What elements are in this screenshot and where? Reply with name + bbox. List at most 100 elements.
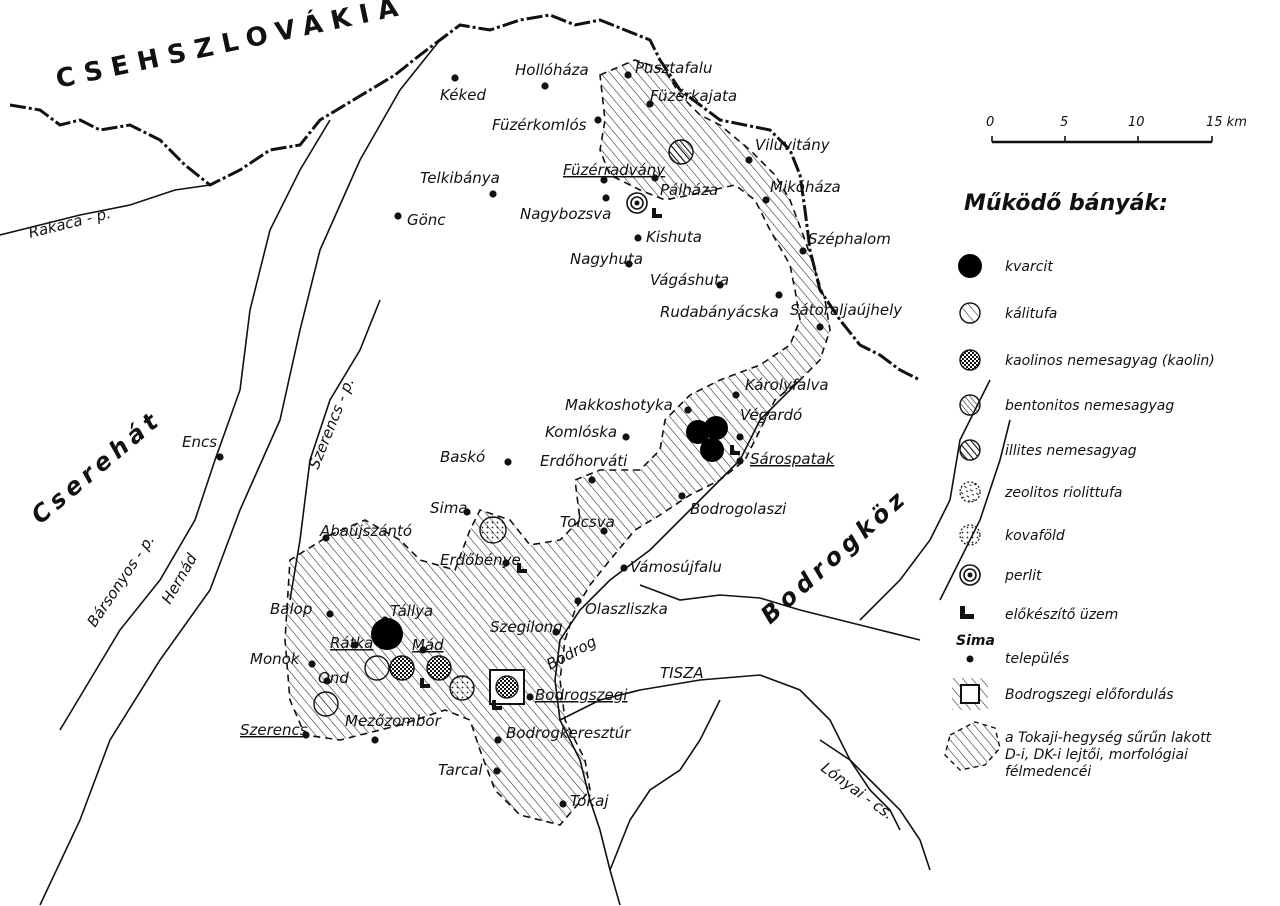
quartzite-mine-sarospatak-2 xyxy=(704,416,728,440)
east-river-line-2 xyxy=(859,379,991,621)
lonyai-canal-line xyxy=(819,739,931,871)
settlement-dot-vegardo xyxy=(736,433,744,441)
kaolin-mine-ratka-2 xyxy=(389,655,415,681)
settlement-label-hollohaza: Hollóháza xyxy=(515,61,589,79)
legend-label-bodrogszegi: Bodrogszegi előfordulás xyxy=(1005,687,1174,703)
settlement-label-erdohorvati: Erdőhorváti xyxy=(540,452,628,470)
scale-bar: 0 5 10 15 km xyxy=(986,115,1247,144)
legend-symbol-settlement xyxy=(966,655,974,663)
rakaca-river-line xyxy=(0,184,211,236)
settlement-dot-mad xyxy=(419,646,427,654)
settlement-dot-abaujszanto xyxy=(322,534,330,542)
tisza-river-line-2 xyxy=(609,699,721,871)
settlement-label-karolyfalva: Károlyfalva xyxy=(745,376,829,394)
river-label-barsonyos: Bársonyos - p. xyxy=(83,531,158,630)
plant-mark-erdobenye xyxy=(517,563,527,573)
settlement-dot-viluvitany xyxy=(745,156,753,164)
settlement-dot-fuzerradvany xyxy=(600,176,608,184)
legend-sample-settlement: Sima xyxy=(956,633,995,649)
legend-label-zeolite: zeolitos riolittufa xyxy=(1004,485,1122,501)
settlement-dot-encs xyxy=(216,453,224,461)
settlement-label-tokaj: Tokaj xyxy=(570,792,609,810)
tisza-river-line xyxy=(559,674,901,831)
settlement-label-vegardo: Végardó xyxy=(740,406,802,424)
mine-symbols xyxy=(313,139,740,717)
quartzite-mine-tallya xyxy=(371,618,403,650)
settlement-dot-balop xyxy=(326,610,334,618)
settlement-dot-mezozombor xyxy=(371,736,379,744)
legend-symbol-quartzite xyxy=(958,254,982,278)
scale-tick-5: 5 xyxy=(1060,115,1068,130)
river-label-rakaca: Rakaca - p. xyxy=(27,204,113,242)
settlement-label-pusztafalu: Pusztafalu xyxy=(635,59,712,77)
kaolin-mine-ratka-1 xyxy=(364,655,390,681)
region-label-cserehat: Cserehát xyxy=(26,405,167,530)
settlement-label-tolcsva: Tolcsva xyxy=(560,513,615,531)
settlement-label-ratka: Rátka xyxy=(330,634,373,652)
settlement-label-tarcal: Tarcal xyxy=(438,761,483,779)
basin-areas xyxy=(284,59,831,826)
settlement-label-fuzerradvany: Füzérradvány xyxy=(563,161,666,179)
river-label-tisza: TISZA xyxy=(660,664,704,682)
settlement-dot-sarospatak xyxy=(736,457,744,465)
settlement-label-bodrogkeresztur: Bodrogkeresztúr xyxy=(506,724,631,742)
plant-mark-sarospatak xyxy=(730,445,740,455)
settlement-dot-vamosujfalu xyxy=(620,564,628,572)
legend-symbol-bodrogszegi xyxy=(952,678,988,710)
settlement-dot-tokaj xyxy=(559,800,567,808)
bodrogszegi-occurrence xyxy=(489,669,525,705)
settlement-label-olaszliszka: Olaszliszka xyxy=(585,600,668,618)
settlement-dot-fuzerkajata xyxy=(646,100,654,108)
legend-label-kieselguhr: kovaföld xyxy=(1005,528,1065,544)
settlement-label-sarospatak: Sárospatak xyxy=(750,450,836,468)
legend-label-basin-line-2: D-i, DK-i lejtői, morfológiai xyxy=(1005,747,1188,763)
scale-tick-15: 15 km xyxy=(1206,115,1247,130)
legend-symbol-bentonite xyxy=(959,394,981,416)
settlement-label-satoraljaujhely: Sátoraljaújhely xyxy=(790,301,903,319)
settlement-label-ond: Ond xyxy=(318,669,349,687)
barsonyos-river-line xyxy=(59,119,331,731)
settlement-dot-ratka xyxy=(351,641,359,649)
legend-label-illite: illites nemesagyag xyxy=(1005,443,1137,459)
settlement-label-szephalom: Széphalom xyxy=(808,230,891,248)
settlement-label-erdobenye: Erdőbénye xyxy=(440,551,521,569)
settlement-label-keked: Kéked xyxy=(440,86,486,104)
settlement-dot-komloska xyxy=(622,433,630,441)
kaolin-mine-mad xyxy=(426,655,452,681)
tokaj-basin-area xyxy=(284,59,831,826)
quartzite-mine-sarospatak-3 xyxy=(700,438,724,462)
legend-label-settlement: település xyxy=(1005,651,1069,667)
settlement-label-makkoshotyka: Makkoshotyka xyxy=(565,396,673,414)
settlement-label-balop: Balop xyxy=(270,600,312,618)
legend-symbol-zeolite xyxy=(959,481,981,503)
settlement-dot-monok xyxy=(308,660,316,668)
settlement-label-fuzerkajata: Füzérkajata xyxy=(650,87,737,105)
illite-mine-fuzerradvany xyxy=(668,139,694,165)
scale-tick-10: 10 xyxy=(1128,115,1145,130)
settlement-label-monok: Monok xyxy=(250,650,301,668)
settlement-dot-palhaza xyxy=(651,174,659,182)
settlement-label-bodrogszegi: Bodrogszegi xyxy=(535,686,628,704)
legend-symbol-basin xyxy=(944,721,1001,771)
bodrogkoz-river-line xyxy=(639,584,921,641)
east-river-line xyxy=(939,419,1011,601)
settlement-dot-pusztafalu xyxy=(624,71,632,79)
perlite-mine-palhaza xyxy=(626,192,648,214)
settlement-dot-bodrogolaszi xyxy=(678,492,686,500)
settlement-label-vamosujfalu: Vámosújfalu xyxy=(630,558,722,576)
settlement-label-szerencs: Szerencs xyxy=(240,721,308,739)
settlement-label-kishuta: Kishuta xyxy=(646,228,702,246)
legend-symbol-kieselguhr xyxy=(959,524,981,546)
settlement-label-bodrogolaszi: Bodrogolaszi xyxy=(690,500,787,518)
legend-symbol-kaolin xyxy=(959,349,981,371)
settlement-dot-bodrogszegi xyxy=(526,693,534,701)
settlement-dot-rudabanyacska xyxy=(775,291,783,299)
settlement-dot-olaszliszka xyxy=(574,597,582,605)
legend-label-basin-line-3: félmedencéi xyxy=(1005,764,1091,780)
settlement-dot-nagybozsva xyxy=(602,194,610,202)
settlement-label-fuzerkomlos: Füzérkomlós xyxy=(492,116,587,134)
kieselguhr-mine-mad xyxy=(449,675,475,701)
legend-label-alum-tuff: kálitufa xyxy=(1005,306,1057,322)
settlement-dot-erdobenye xyxy=(502,559,510,567)
settlement-dot-basko xyxy=(504,458,512,466)
